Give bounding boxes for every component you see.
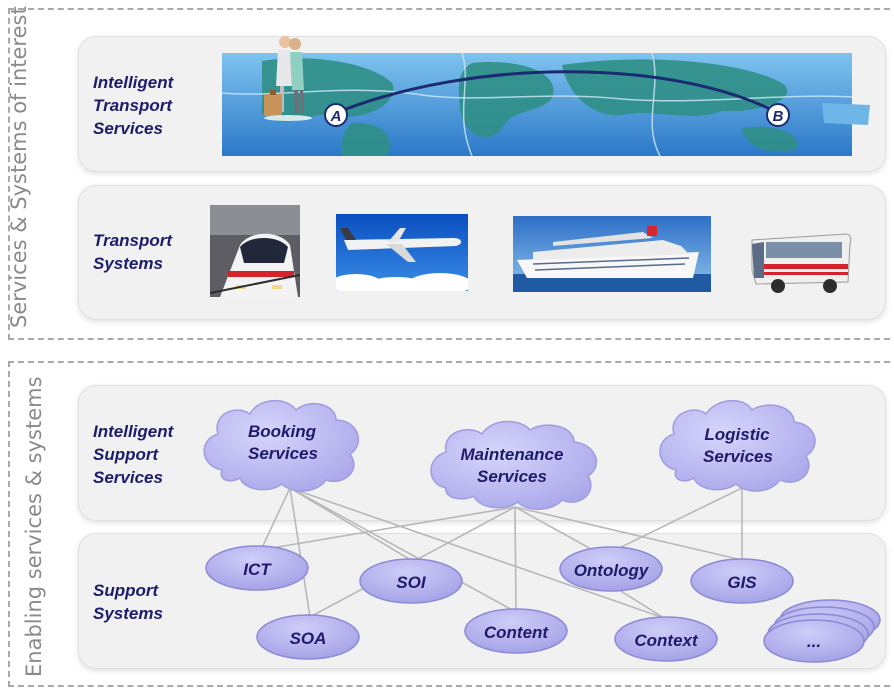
soa-node: SOA bbox=[256, 614, 360, 660]
connector-line bbox=[289, 487, 665, 619]
booking-services-cloud: Booking Services bbox=[203, 400, 360, 492]
world-puzzle-map-image: A B bbox=[222, 53, 870, 156]
cruise-ship-image bbox=[513, 216, 711, 292]
logistic-services-line1: Logistic bbox=[704, 425, 770, 444]
logistic-services-cloud: Logistic Services bbox=[659, 400, 816, 492]
connector-line bbox=[610, 487, 743, 553]
maintenance-services-line1: Maintenance bbox=[461, 445, 564, 464]
maintenance-services-cloud: Maintenance Services bbox=[430, 420, 598, 510]
intelligent-support-services-label: Intelligent Support Services bbox=[93, 422, 174, 487]
travellers-icon bbox=[258, 34, 318, 122]
context-node: Context bbox=[614, 616, 718, 662]
connector-line bbox=[514, 506, 743, 561]
connector-line bbox=[514, 506, 517, 613]
gis-node: GIS bbox=[690, 558, 794, 604]
lower-dashed-frame bbox=[8, 361, 894, 687]
ict-node: ICT bbox=[205, 545, 309, 591]
connector-line bbox=[289, 487, 412, 561]
maintenance-services-line2: Services bbox=[477, 467, 547, 486]
connector-line bbox=[259, 506, 516, 551]
booking-services-line2: Services bbox=[248, 444, 318, 463]
booking-services-line1: Booking bbox=[248, 422, 317, 441]
support-systems-label: Support Systems bbox=[93, 581, 163, 623]
bus-icon bbox=[750, 230, 852, 294]
transport-systems-label: Transport Systems bbox=[93, 231, 173, 273]
svg-text:Ontology: Ontology bbox=[574, 561, 650, 580]
svg-text:Content: Content bbox=[484, 623, 550, 642]
soi-node: SOI bbox=[359, 558, 463, 604]
marker-a: A bbox=[330, 108, 342, 125]
svg-text:Context: Context bbox=[634, 631, 699, 650]
upper-dashed-frame bbox=[8, 8, 894, 340]
logistic-services-line2: Services bbox=[703, 447, 773, 466]
more-systems-label: ... bbox=[807, 632, 821, 651]
intelligent-transport-services-label: Intelligent Transport Services bbox=[93, 73, 174, 138]
svg-text:GIS: GIS bbox=[727, 573, 757, 592]
train-image bbox=[210, 205, 300, 297]
airplane-image bbox=[336, 214, 468, 291]
more-systems-node-stack: ... bbox=[763, 599, 881, 663]
ontology-node: Ontology bbox=[559, 546, 663, 592]
marker-b: B bbox=[773, 108, 784, 125]
content-node: Content bbox=[464, 608, 568, 654]
svg-text:SOA: SOA bbox=[290, 629, 327, 648]
connector-line bbox=[289, 487, 517, 613]
svg-text:SOI: SOI bbox=[396, 573, 427, 592]
svg-text:ICT: ICT bbox=[243, 560, 272, 579]
connector-line bbox=[289, 487, 311, 618]
